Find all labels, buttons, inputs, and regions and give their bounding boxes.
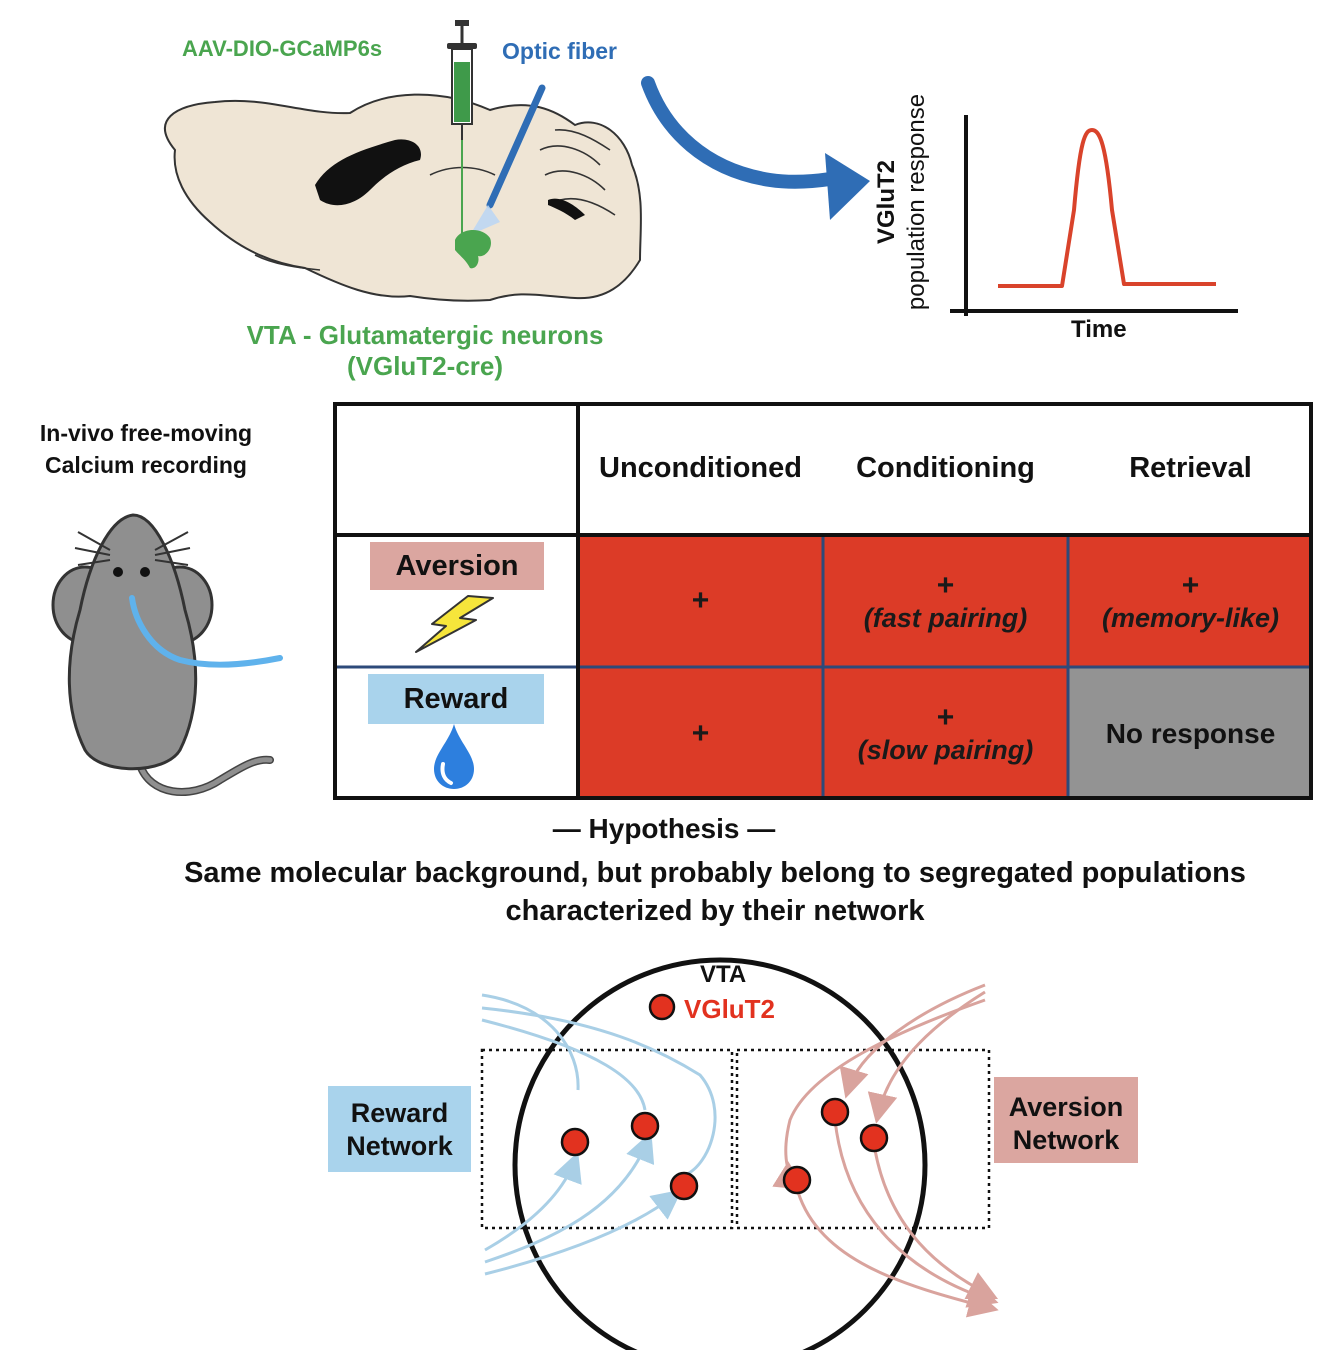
cell-reward-retrieval: No response [1068,667,1313,800]
mouse-body [67,513,198,771]
aversion-neuron [859,1123,889,1153]
recording-label: In-vivo free-moving Calcium recording [0,417,292,481]
hypothesis-title: — Hypothesis — [552,813,776,844]
chart-ylabel-line1: VGluT2 [873,160,900,245]
aversion-network-line1: Aversion [1008,1092,1124,1122]
column-header-retrieval: Retrieval [1129,452,1252,484]
vta-label: VTA - Glutamatergic neurons (VGluT2-cre) [170,320,680,382]
reward-network-line2: Network [346,1131,453,1161]
response-series-line [998,128,1216,288]
row-label-reward: Reward [368,674,544,724]
cell-note: (fast pairing) [863,602,1028,633]
chart-xlabel: Time [1071,316,1127,343]
row-label-aversion: Aversion [370,542,544,590]
response-table: Unconditioned Conditioning Retrieval + +… [333,402,1313,800]
cell-reward-unconditioned: + [578,667,823,800]
cell-note: No response [1105,717,1276,749]
curved-arrow-icon [641,76,870,220]
ventricle [315,139,421,206]
reward-arrows [481,993,717,1276]
reward-neuron [669,1171,699,1201]
column-header-unconditioned: Unconditioned [599,452,802,484]
aversion-arrows [772,983,999,1318]
aversion-network-line2: Network [1012,1125,1120,1155]
cell-sign: + [691,716,710,750]
cell-reward-conditioning: + (slow pairing) [823,667,1068,800]
chart-ylabel: VGluT2 population response [872,52,932,352]
brain-outline [164,93,642,302]
virus-label: AAV-DIO-GCaMP6s [182,36,383,61]
recording-label-line1: In-vivo free-moving [39,420,253,446]
fiber-label: Optic fiber [502,38,618,64]
vta-label-line2: (VGluT2-cre) [346,351,504,381]
cell-note: (slow pairing) [857,735,1034,765]
hypothesis-text: Same molecular background, but probably … [0,854,1328,930]
cell-sign: + [691,584,710,617]
vta-label-line1: VTA - Glutamatergic neurons [246,320,604,350]
lightning-icon [415,595,494,653]
legend-neuron [648,993,676,1021]
syringe-icon [447,20,477,140]
cell-aversion-conditioning: + (fast pairing) [823,535,1068,667]
aversion-network-box [735,1048,991,1230]
network-diagram [480,957,999,1350]
water-drop-icon [434,724,474,789]
aversion-neuron [782,1165,812,1195]
aversion-network-label: Aversion Network [994,1077,1138,1163]
recording-label-line2: Calcium recording [45,452,247,478]
response-chart [950,115,1238,316]
reward-network-label: Reward Network [328,1086,471,1172]
brain-schematic [164,20,642,302]
cell-sign: + [936,701,955,734]
vgluT2-label: VGluT2 [684,994,776,1024]
cell-aversion-unconditioned: + [578,535,823,667]
aversion-neuron [820,1097,850,1127]
reward-network-line1: Reward [350,1098,449,1128]
chart-ylabel-line2: population response [903,93,930,311]
chart-axes [950,115,1238,316]
vta-region [455,229,491,269]
vta-region-label: VTA [700,961,747,988]
table-grid-lines [333,402,1313,800]
optic-fiber-icon [470,84,546,235]
hypothesis-line1: Same molecular background, but probably … [184,857,1246,889]
mouse-fiber-cable [129,595,283,668]
reward-network-box [480,1048,734,1230]
mouse-illustration [51,513,283,796]
hypothesis-line2: characterized by their network [505,895,925,927]
reward-neuron [630,1111,660,1141]
reward-neuron [560,1127,590,1157]
column-header-conditioning: Conditioning [856,452,1035,484]
cell-note: (memory-like) [1101,602,1280,633]
cell-aversion-retrieval: + (memory-like) [1068,535,1313,667]
cell-sign: + [936,568,955,602]
cell-sign: + [1181,568,1200,602]
vta-circle [512,957,928,1350]
